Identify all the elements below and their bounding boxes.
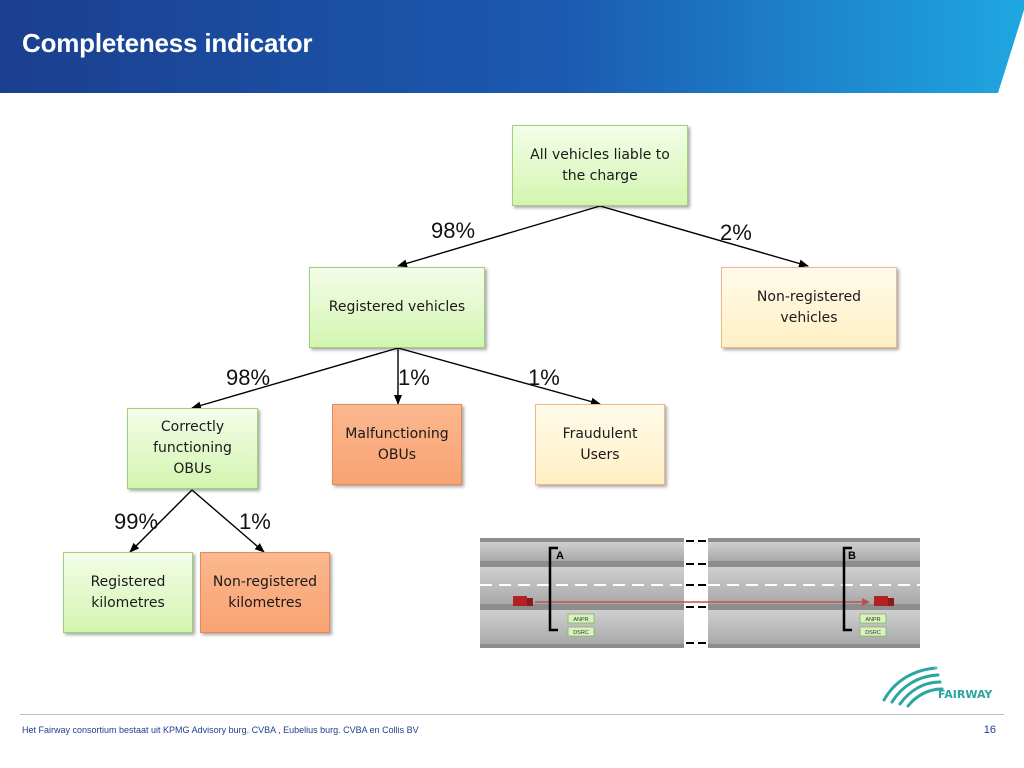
pct-correct-nonregkm: 1%: [239, 509, 271, 534]
node-all-vehicles: All vehicles liable to the charge: [512, 125, 688, 206]
pct-root-nonregistered: 2%: [720, 220, 752, 245]
logo-text: FAIRWAY: [938, 688, 993, 701]
pct-registered-fraudulent: 1%: [528, 365, 560, 390]
node-fraudulent-users: Fraudulent Users: [535, 404, 665, 485]
truck-icon-end: [874, 596, 894, 606]
road-scene-illustration: A B ANPR DSRC ANPR DSRC: [480, 538, 920, 648]
node-non-registered-km: Non-registered kilometres: [200, 552, 330, 633]
arrow-correct-regkm: [129, 489, 193, 553]
truck-icon-start: [513, 596, 533, 606]
node-registered-km: Registered kilometres: [63, 552, 193, 633]
footer-divider: [20, 714, 1004, 715]
anpr-label-b: ANPR: [865, 617, 880, 623]
page-number: 16: [983, 724, 996, 736]
pct-registered-correct: 98%: [226, 365, 271, 390]
arrow-correct-nonregkm: [191, 489, 265, 553]
node-malfunctioning-obus: Malfunctioning OBUs: [332, 404, 462, 485]
node-correct-obus: Correctly functioning OBUs: [127, 408, 258, 489]
dsrc-label-a: DSRC: [573, 630, 589, 636]
node-registered-vehicles: Registered vehicles: [309, 267, 485, 348]
pct-correct-regkm: 99%: [114, 509, 159, 534]
footer-text: Het Fairway consortium bestaat uit KPMG …: [22, 725, 419, 735]
arrow-registered-fraudulent: [397, 347, 601, 406]
pct-registered-malfunctioning: 1%: [398, 365, 430, 390]
gantry-a-label: A: [556, 550, 564, 562]
fairway-logo: FAIRWAY: [882, 666, 993, 708]
header-banner: [0, 0, 1024, 93]
dsrc-label-b: DSRC: [865, 630, 881, 636]
anpr-label-a: ANPR: [573, 617, 588, 623]
arrow-registered-correct: [191, 347, 399, 410]
node-non-registered-vehicles: Non-registered vehicles: [721, 267, 897, 348]
gantry-b-label: B: [848, 550, 856, 562]
arrow-root-registered: [397, 205, 601, 268]
arrow-root-nonregistered: [599, 205, 809, 268]
page-title: Completeness indicator: [22, 28, 313, 58]
pct-root-registered: 98%: [431, 218, 476, 243]
